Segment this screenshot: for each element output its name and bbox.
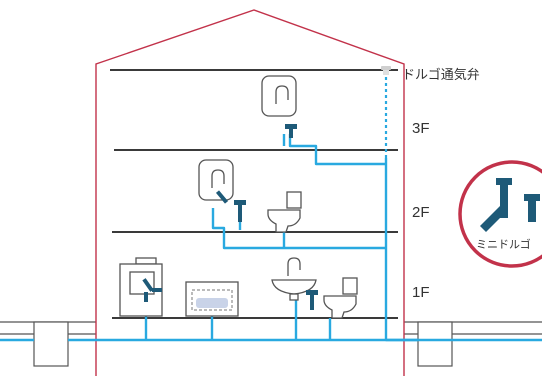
trap-fitting-3f xyxy=(285,124,297,138)
floor-lines xyxy=(110,69,398,319)
floor-3-label: 3F xyxy=(412,120,430,137)
trap-fitting-2f-sink xyxy=(215,190,246,222)
left-pit xyxy=(33,321,69,367)
trap-fitting-1f-wash xyxy=(142,278,162,302)
vent-valve-icon xyxy=(381,66,391,75)
mini-durgo-badge xyxy=(458,160,542,268)
trap-fitting-1f-basin xyxy=(306,290,318,310)
bathtub-1f xyxy=(185,281,239,317)
house-outline xyxy=(95,9,405,376)
toilet-1f xyxy=(323,277,358,319)
ground xyxy=(0,321,542,335)
floor-2-label: 2F xyxy=(412,204,430,221)
right-pit xyxy=(417,321,453,367)
washstand-1f xyxy=(119,257,163,317)
sink-3f xyxy=(261,75,297,117)
mini-durgo-valve-icon xyxy=(480,178,540,232)
basin-1f xyxy=(271,257,317,301)
mini-durgo-label: ミニドルゴ xyxy=(476,239,531,251)
drain-pipes xyxy=(0,134,542,342)
toilet-2f xyxy=(267,191,302,233)
vent-valve-label: ドルゴ通気弁 xyxy=(402,67,480,82)
sink-2f xyxy=(198,159,234,201)
floor-1-label: 1F xyxy=(412,284,430,301)
